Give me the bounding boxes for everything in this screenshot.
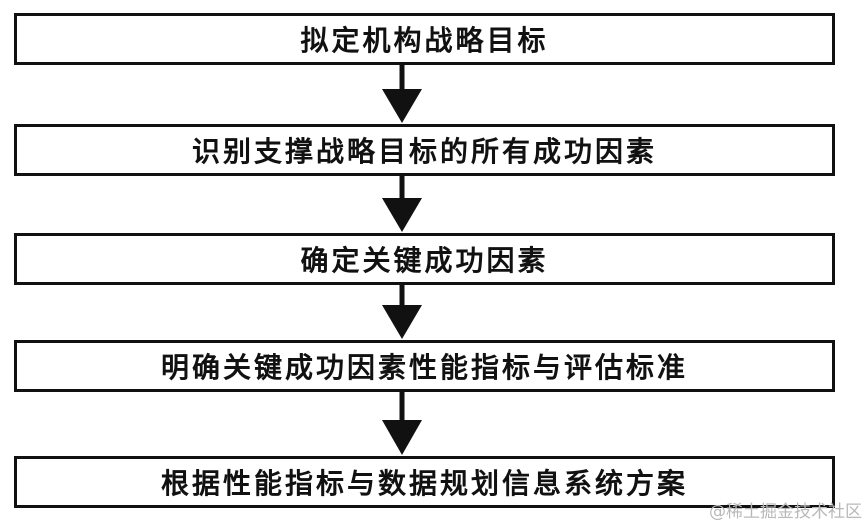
step-box-define-metrics: 明确关键成功因素性能指标与评估标准 xyxy=(14,340,835,392)
down-arrow-2 xyxy=(382,176,422,232)
step-label: 拟定机构战略目标 xyxy=(300,24,549,57)
step-label: 确定关键成功因素 xyxy=(300,244,549,277)
watermark-text: @稀土掘金技术社区 xyxy=(709,502,862,522)
down-arrow-3 xyxy=(382,285,422,339)
down-arrow-1 xyxy=(382,65,422,123)
step-box-set-strategic-goals: 拟定机构战略目标 xyxy=(14,13,835,65)
step-box-determine-key-factors: 确定关键成功因素 xyxy=(14,233,835,285)
step-box-identify-success-factors: 识别支撑战略目标的所有成功因素 xyxy=(14,124,835,176)
step-label: 明确关键成功因素性能指标与评估标准 xyxy=(160,351,688,384)
step-label: 根据性能指标与数据规划信息系统方案 xyxy=(160,467,688,500)
step-label: 识别支撑战略目标的所有成功因素 xyxy=(191,135,657,168)
step-box-plan-information-system: 根据性能指标与数据规划信息系统方案 xyxy=(14,456,835,508)
down-arrow-4 xyxy=(382,392,422,455)
